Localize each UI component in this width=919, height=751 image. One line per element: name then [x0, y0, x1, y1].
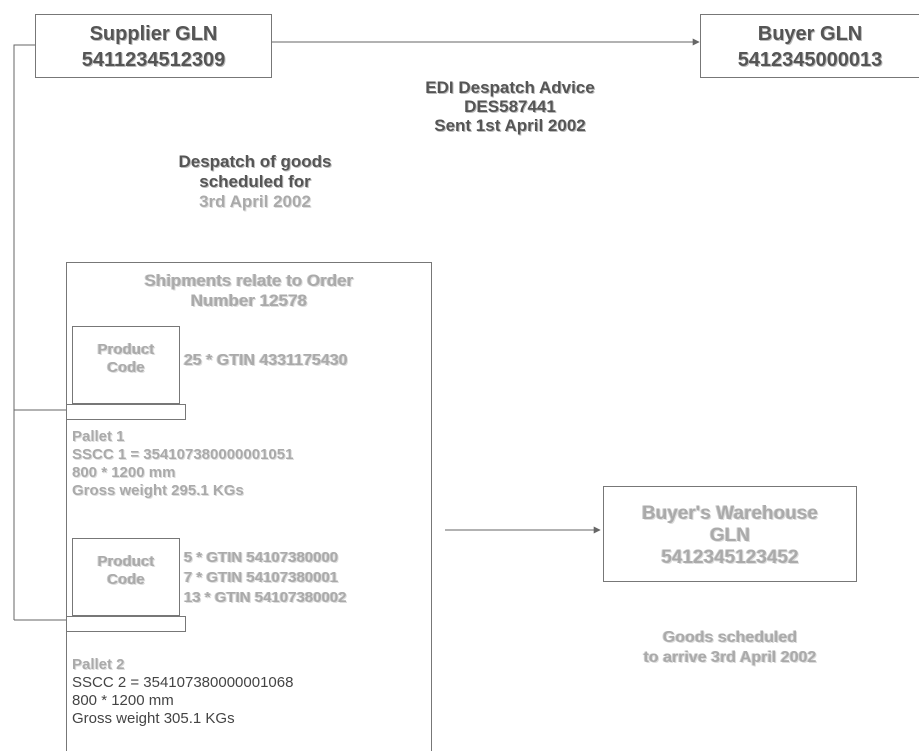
- edi-message-label: EDI Despatch Advice DES587441 Sent 1st A…: [380, 78, 640, 135]
- item-2-detail-line-1: 5 * GTIN 54107380000: [184, 549, 339, 566]
- despatch-line-2: scheduled for: [199, 172, 311, 191]
- supplier-box: Supplier GLN 5411234512309: [35, 14, 272, 78]
- despatch-line-3: 3rd April 2002: [199, 192, 311, 211]
- pallet-2-info: Pallet 2 SSCC 2 = 354107380000001068 800…: [72, 656, 422, 728]
- item-1-detail: 25 * GTIN 4331175430: [184, 352, 348, 369]
- despatch-line-1: Despatch of goods: [178, 152, 332, 171]
- pallet-1-info: Pallet 1 SSCC 1 = 354107380000001051 800…: [72, 428, 422, 500]
- pallet-1-weight: Gross weight 295.1 KGs: [72, 482, 244, 499]
- despatch-note: Despatch of goods scheduled for 3rd Apri…: [120, 152, 390, 212]
- warehouse-title-line-1: Buyer's Warehouse: [642, 503, 818, 524]
- item-2-detail-line-2: 7 * GTIN 54107380001: [184, 569, 339, 586]
- pallet-2-name: Pallet 2: [72, 656, 125, 673]
- edi-line-3: Sent 1st April 2002: [434, 116, 586, 135]
- shipment-header-line-1: Shipments relate to Order: [144, 271, 354, 290]
- edi-line-1: EDI Despatch Advice: [425, 78, 595, 97]
- warehouse-box: Buyer's Warehouse GLN 5412345123452: [603, 486, 857, 582]
- product-code-box-2: Product Code: [72, 538, 180, 616]
- item-2-detail: 5 * GTIN 54107380000 7 * GTIN 5410738000…: [184, 548, 424, 608]
- edi-line-2: DES587441: [464, 97, 556, 116]
- pallet-2-sscc: SSCC 2 = 354107380000001068: [72, 674, 294, 691]
- item-2-detail-line-3: 13 * GTIN 54107380002: [184, 589, 347, 606]
- arrival-note: Goods scheduled to arrive 3rd April 2002: [590, 628, 870, 668]
- shipment-header: Shipments relate to Order Number 12578: [67, 271, 431, 311]
- pallet-2-dims: 800 * 1200 mm: [72, 692, 174, 709]
- product-code-box-1: Product Code: [72, 326, 180, 404]
- pallet-1-sscc: SSCC 1 = 354107380000001051: [72, 446, 294, 463]
- supplier-bracket-line: [13, 44, 35, 620]
- product-code-2-label: Product Code: [97, 553, 155, 588]
- warehouse-title-line-2: GLN: [709, 525, 751, 546]
- arrival-line-2: to arrive 3rd April 2002: [643, 649, 817, 666]
- pallet-1-name: Pallet 1: [72, 428, 125, 445]
- buyer-box: Buyer GLN 5412345000013: [700, 14, 919, 78]
- arrival-line-1: Goods scheduled: [662, 629, 798, 646]
- buyer-gln: 5412345000013: [737, 49, 883, 71]
- supplier-gln: 5411234512309: [81, 49, 226, 71]
- item-2-row-frame: [66, 616, 186, 632]
- pallet-2-weight: Gross weight 305.1 KGs: [72, 710, 235, 727]
- pallet-1-dims: 800 * 1200 mm: [72, 464, 176, 481]
- warehouse-title: Buyer's Warehouse GLN 5412345123452: [604, 503, 856, 569]
- supplier-title: Supplier GLN: [89, 23, 218, 45]
- buyer-title: Buyer GLN: [757, 23, 863, 45]
- shipment-header-line-2: Number 12578: [190, 291, 308, 310]
- product-code-1-label: Product Code: [97, 341, 155, 376]
- item-1-row-frame: [66, 404, 186, 420]
- warehouse-gln: 5412345123452: [661, 547, 799, 568]
